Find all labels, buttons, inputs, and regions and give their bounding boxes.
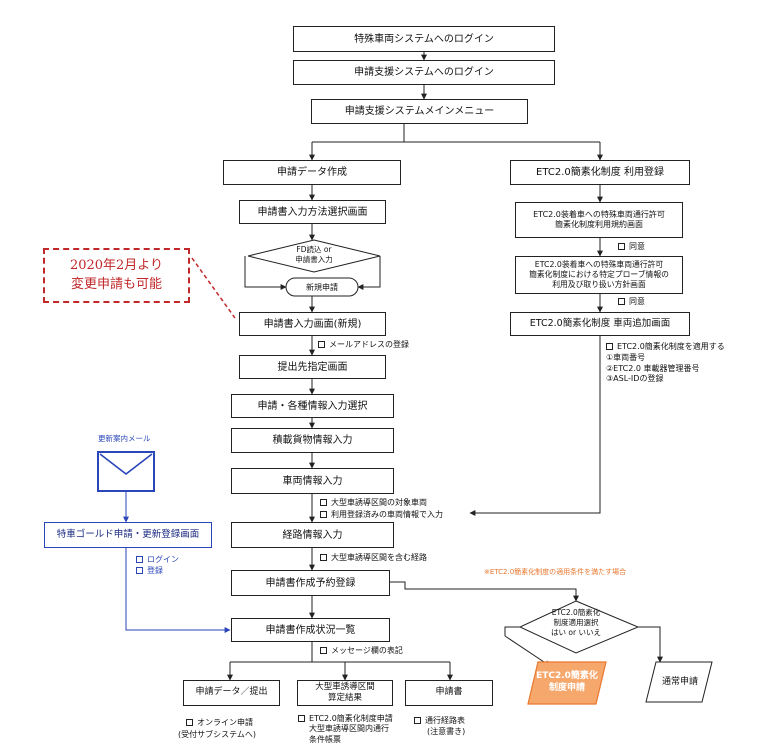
main-menu-box: 申請支援システムメインメニュー <box>311 99 528 124</box>
etc-vehicle-add-box: ETC2.0簡素化制度 車両追加画面 <box>510 312 690 336</box>
output-document-box: 申請書 <box>405 680 493 706</box>
etc-decision-label: ETC2.0簡素化 制度適用選択 はい or いいえ <box>551 608 601 637</box>
output-large-note-2: 大型車誘導区間内通行 条件帳票 <box>309 724 389 744</box>
fd-decision-label: FD読込 or 申請書入力 <box>295 245 333 264</box>
message-column-note: メッセージ欄の表記 <box>320 646 403 657</box>
output-large-note-1: ETC2.0簡素化制度申請 <box>298 714 393 725</box>
vehicle-info-box: 車両情報入力 <box>231 468 394 494</box>
etc-probe-box: ETC2.0装着車への特殊車両通行許可 簡素化制度における特定プローブ情報の 利… <box>515 256 683 294</box>
mail-label: 更新案内メール <box>98 434 151 443</box>
data-create-box: 申請データ作成 <box>223 160 401 185</box>
input-new-box: 申請書入力画面(新規) <box>239 312 386 336</box>
gold-register-box: 特車ゴールド申請・更新登録画面 <box>44 522 212 548</box>
callout-line-1: 2020年2月より <box>69 257 164 273</box>
normal-application-label: 通常申請 <box>661 677 698 687</box>
mail-icon <box>97 451 155 492</box>
status-list-box: 申請書作成状況一覧 <box>231 618 390 642</box>
login-special-vehicle-box: 特殊車両システムへのログイン <box>293 26 555 52</box>
login-support-system-box: 申請支援システムへのログイン <box>293 60 555 85</box>
gold-login-note: ログイン <box>136 555 179 566</box>
route-info-box: 経路情報入力 <box>231 522 394 548</box>
callout-line-2: 変更申請も可能 <box>70 276 162 292</box>
output-data-box: 申請データ／提出 <box>183 680 280 706</box>
output-data-note-1: オンライン申請 <box>186 718 253 729</box>
mail-register-note: メールアドレスの登録 <box>318 340 409 351</box>
agree-note-2: 同意 <box>618 297 645 308</box>
vehicle-note-1: 大型車誘導区間の対象車両 <box>320 498 427 509</box>
reserve-register-box: 申請書作成予約登録 <box>231 570 390 596</box>
new-application-terminator: 新規申請 <box>306 283 338 292</box>
gold-register-note: 登録 <box>136 566 163 577</box>
output-doc-note-1: 通行経路表 <box>414 716 465 727</box>
output-large-vehicle-box: 大型車誘導区間 算定結果 <box>297 680 393 706</box>
agree-note-1: 同意 <box>618 242 645 253</box>
route-note: 大型車誘導区間を含む経路 <box>320 553 427 564</box>
etc-result-label: ETC2.0簡素化 制度申請 <box>536 671 598 693</box>
change-application-callout: 2020年2月より 変更申請も可能 <box>43 248 190 303</box>
output-data-note-2: (受付サブシステムへ) <box>178 730 257 739</box>
cargo-info-box: 積載貨物情報入力 <box>231 428 394 453</box>
etc-condition-note: ※ETC2.0簡素化制度の適用条件を満たす場合 <box>484 568 627 576</box>
output-doc-note-2: (注意書き) <box>427 727 466 736</box>
etc-apply-note: ETC2.0簡素化制度を適用する ①車両番号 ②ETC2.0 車載器管理番号 ③… <box>606 342 725 384</box>
etc-agreement-box: ETC2.0装着車への特殊車両通行許可 簡素化制度利用規約画面 <box>515 202 683 238</box>
etc-register-box: ETC2.0簡素化制度 利用登録 <box>510 160 690 185</box>
info-select-box: 申請・各種情報入力選択 <box>231 394 394 418</box>
destination-box: 提出先指定画面 <box>239 355 386 379</box>
input-method-box: 申請書入力方法選択画面 <box>239 200 386 224</box>
vehicle-note-2: 利用登録済みの車両情報で入力 <box>320 510 443 521</box>
